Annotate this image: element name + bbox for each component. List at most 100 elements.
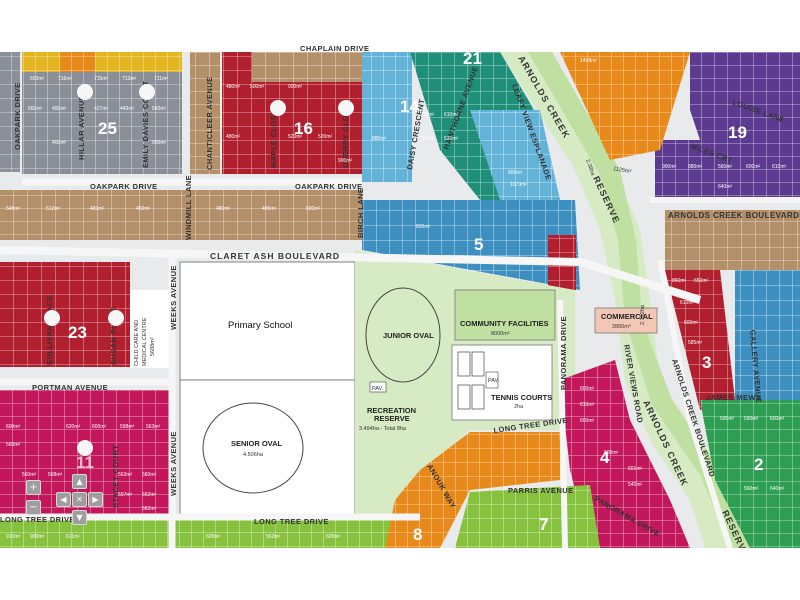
lot-area: 486m²: [262, 206, 277, 212]
cul-de-sacs: [44, 84, 354, 456]
label-pavilion-1: PAV.: [372, 386, 384, 392]
stage-25-label[interactable]: 25: [98, 119, 117, 138]
lot-area: 562m²: [266, 534, 281, 540]
road-birch-lane: BIRCH LANE: [356, 188, 365, 238]
lot-area: 700m²: [420, 136, 435, 142]
stage-2-lots[interactable]: [700, 400, 800, 548]
lot-area: 640m²: [770, 486, 785, 492]
lots-chaplain-row: [252, 52, 362, 82]
zoom-out-button[interactable]: −: [26, 500, 41, 515]
community-facilities-site[interactable]: [454, 289, 556, 341]
stage-11-label[interactable]: 11: [76, 453, 94, 472]
lot-area: 449m²: [120, 106, 135, 112]
lot-area: 610m²: [580, 402, 595, 408]
label-pavilion-2: PAV.: [488, 378, 500, 384]
lot-area: 480m²: [226, 134, 241, 140]
lot-area: 512m²: [46, 206, 61, 212]
lot-area: 600m²: [770, 416, 785, 422]
stage-3-label[interactable]: 3: [702, 353, 711, 372]
lot-area: 500m²: [152, 140, 167, 146]
pavilion-2: [485, 371, 499, 389]
lot-area: 490m²: [52, 106, 67, 112]
stage-19-label[interactable]: 19: [728, 123, 747, 142]
stage-3-lots[interactable]: [665, 270, 735, 410]
road-stacey-court: STACEY COURT: [111, 445, 120, 508]
reset-view-button[interactable]: ✕: [72, 492, 87, 507]
stage-23-lots[interactable]: [0, 262, 130, 367]
stage-5-label[interactable]: 5: [474, 235, 483, 254]
road-susan-place: SUSAN PLACE: [109, 307, 118, 365]
primary-school-site[interactable]: [179, 261, 356, 381]
stage-14-label[interactable]: 14: [400, 97, 419, 116]
lot-area: 590m²: [744, 416, 759, 422]
lot-area: 585m²: [688, 340, 703, 346]
lot-area: 450m²: [136, 206, 151, 212]
lot-area: 640m²: [718, 184, 733, 190]
lot-area: 568m²: [48, 472, 63, 478]
lot-area: 806m²: [508, 170, 523, 176]
stage-19-lots-south[interactable]: [655, 140, 800, 200]
lot-area: 900m²: [30, 534, 45, 540]
lots-claret-ash-north: [0, 190, 362, 240]
lot-area: 553m²: [30, 76, 45, 82]
road-windmill-lane: WINDMILL LANE: [184, 175, 193, 240]
junior-oval[interactable]: [365, 287, 441, 383]
label-tennis-courts: TENNIS COURTS: [491, 393, 552, 402]
label-junior-oval: JUNIOR OVAL: [383, 331, 434, 340]
lot-area: 600m²: [206, 534, 221, 540]
lot-area: 1498m²: [580, 58, 597, 64]
lot-area: 650m²: [694, 278, 709, 284]
stage-16-label[interactable]: 16: [294, 119, 313, 138]
pan-down-button[interactable]: ▼: [72, 510, 87, 525]
stage-8-label[interactable]: 8: [413, 525, 422, 544]
lot-area: 716m²: [58, 76, 73, 82]
road-oakpark-drive-vertical: OAKPARK DRIVE: [13, 82, 22, 150]
road-weeks-avenue-south: WEEKS AVENUE: [169, 431, 178, 496]
lot-area: 600m²: [746, 164, 761, 170]
stage-8-lots[interactable]: [385, 432, 560, 548]
road-portman-avenue: PORTMAN AVENUE: [32, 383, 108, 392]
road-chaplain-drive: CHAPLAIN DRIVE: [300, 44, 369, 53]
road-oakpark-drive-west: OAKPARK DRIVE: [90, 182, 158, 191]
pan-left-button[interactable]: ◀: [56, 492, 71, 507]
lot-area: 600m²: [92, 424, 107, 430]
zoom-in-button[interactable]: +: [26, 480, 41, 495]
stage-2-label[interactable]: 2: [754, 455, 763, 474]
lot-area: 610m²: [680, 300, 695, 306]
road-long-tree-drive-mid: LONG TREE DRIVE: [254, 517, 329, 526]
label-community-facilities: COMMUNITY FACILITIES: [460, 319, 549, 328]
label-reserve-area-3: 1125m²: [613, 166, 632, 175]
lots-portman-south: [0, 390, 170, 420]
child-care-site[interactable]: [130, 290, 170, 368]
lots-long-tree-south: [0, 520, 400, 548]
lot-area: 601m²: [628, 466, 643, 472]
commercial-site[interactable]: [594, 307, 658, 334]
stage-4-label[interactable]: 4: [600, 448, 610, 467]
lot-area: 860m²: [672, 278, 687, 284]
pan-right-button[interactable]: ▶: [88, 492, 103, 507]
stage-23-label[interactable]: 23: [68, 323, 87, 342]
stage-25-lots[interactable]: [22, 72, 182, 174]
label-senior-oval: SENIOR OVAL: [231, 439, 283, 448]
lot-area: 400m²: [52, 140, 67, 146]
lot-area: 520m²: [318, 134, 333, 140]
pan-up-button[interactable]: ▲: [72, 474, 87, 489]
lot-area: 557m²: [118, 492, 133, 498]
senior-oval[interactable]: [202, 402, 304, 494]
lot-area: 600m²: [604, 450, 619, 456]
stage-5-lots[interactable]: [362, 200, 580, 290]
lot-area-labels: 553m² 716m² 715m² 713m² 711m² 560m² 490m…: [6, 58, 787, 540]
road-weeks-avenue-north: WEEKS AVENUE: [169, 265, 178, 330]
stage-19-lots[interactable]: [690, 52, 800, 140]
lot-area: 548m²: [6, 206, 21, 212]
stage-7-label[interactable]: 7: [539, 515, 548, 534]
lot-area: 600m²: [684, 320, 699, 326]
lots-top-row-yellow: [22, 52, 182, 72]
stage-14-lots-west[interactable]: [362, 52, 412, 182]
lot-area: 1073m²: [510, 182, 527, 188]
lot-area: 600m²: [580, 386, 595, 392]
stage-21-label[interactable]: 21: [463, 49, 482, 68]
road-sullivan-place: SULLIVAN PLACE: [45, 295, 54, 365]
label-recreation-reserve-line2: RESERVE: [374, 414, 410, 423]
